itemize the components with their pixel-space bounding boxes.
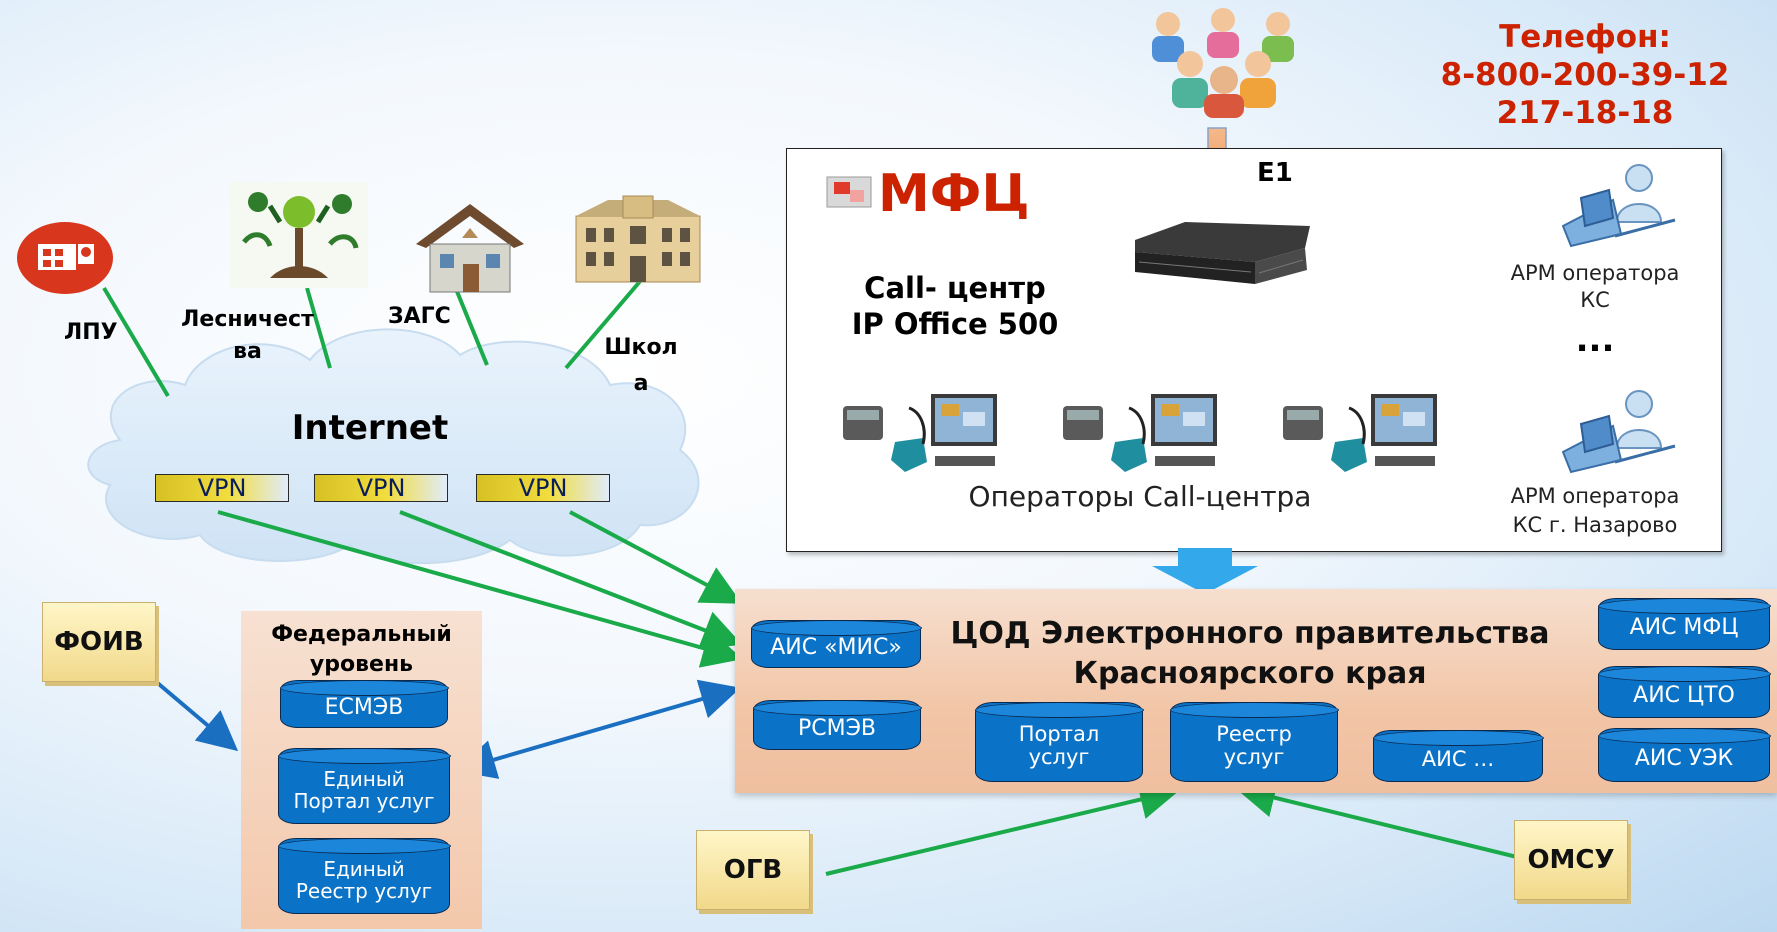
mfc-title: МФЦ: [878, 164, 1030, 224]
operator-workstation-icon-1: [835, 388, 1005, 476]
arm1-line1: АРМ оператора: [1510, 261, 1680, 285]
omsu-arrow: [1235, 778, 1518, 859]
school-line1: Школ: [604, 335, 678, 360]
arm-operator-icon-2: [1555, 388, 1685, 474]
federal-links: [152, 678, 741, 779]
phone-number-local: 217-18-18: [1496, 95, 1674, 131]
link-lpu: [102, 286, 170, 398]
callcenter-line1: Call- центр: [864, 271, 1046, 305]
vpn3-arrow: [569, 510, 743, 604]
arm-operator-icon-1: [1555, 162, 1685, 248]
arm2-line2: КС г. Назарово: [1512, 513, 1678, 537]
ais-cto-db: АИС ЦТО: [1597, 665, 1771, 718]
callcenter-line2: IP Office 500: [851, 307, 1059, 341]
school-building-icon: [568, 190, 708, 288]
esmev-db: ЕСМЭВ: [279, 679, 449, 728]
internet-label: Internet: [291, 408, 449, 448]
omsu-building: ОМСУ: [1514, 820, 1628, 900]
arm-ellipsis: ...: [1575, 320, 1615, 360]
foiv-arrow: [152, 678, 239, 752]
operator-workstation-icon-2: [1055, 388, 1225, 476]
zags-house-icon: [410, 198, 530, 298]
vpn-tag-3: VPN: [476, 474, 610, 502]
mfc-logo-icon: [826, 176, 872, 208]
link-forest: [305, 287, 332, 369]
vpn-links: [217, 510, 743, 668]
federal-title-line1: Федеральный: [271, 622, 452, 647]
vpn1-arrow: [217, 510, 743, 668]
link-school: [564, 270, 650, 370]
cod-title-line2: Красноярского края: [1073, 656, 1427, 691]
federal-registry-line1: Единый: [323, 857, 405, 881]
phone-block: Телефон: 8-800-200-39-12 217-18-18: [1395, 18, 1775, 132]
school-line2: а: [633, 371, 649, 396]
operator-workstation-icon-3: [1275, 388, 1445, 476]
arm2-caption: АРМ оператора КС г. Назарово: [1485, 482, 1705, 540]
cod-title-line1: ЦОД Электронного правительства: [950, 616, 1550, 651]
people-group-icon: [1128, 2, 1318, 118]
ais-mfc-db: АИС МФЦ: [1597, 597, 1771, 650]
ip-office-device-icon: [1125, 218, 1315, 298]
rsmev-db: РСМЭВ: [752, 699, 922, 750]
vpn2-arrow: [399, 510, 743, 650]
federal-cod-arrow: [455, 679, 741, 779]
cod-portal-line1: Портал: [1018, 721, 1100, 746]
federal-title-line2: уровень: [309, 652, 414, 677]
phone-label: Телефон:: [1499, 19, 1671, 55]
federal-portal-line1: Единый: [323, 767, 405, 791]
cod-title: ЦОД Электронного правительства Красноярс…: [920, 614, 1580, 694]
internet-cloud: [87, 328, 700, 565]
ais-uek-db: АИС УЭК: [1597, 727, 1771, 782]
lpu-label: ЛПУ: [64, 320, 118, 345]
cod-portal-line2: услуг: [1028, 745, 1090, 769]
vpn-tag-1: VPN: [155, 474, 289, 502]
site-links: [102, 261, 650, 398]
cod-registry-line1: Реестр: [1216, 721, 1292, 746]
cod-registry-line2: услуг: [1223, 745, 1285, 769]
arm1-line2: КС: [1580, 288, 1610, 312]
lpu-hospital-icon: [14, 218, 116, 296]
vpn-tag-2: VPN: [314, 474, 448, 502]
bottom-links: [825, 778, 1518, 876]
mfc-to-cod-arrow: [1140, 548, 1270, 594]
arm1-caption: АРМ оператора КС: [1495, 260, 1695, 314]
foiv-building: ФОИВ: [42, 602, 156, 682]
e1-label: E1: [1257, 158, 1293, 188]
federal-registry-line2: Реестр услуг: [295, 879, 433, 903]
forestry-icon: [230, 182, 368, 288]
phone-number-tollfree: 8-800-200-39-12: [1440, 57, 1730, 93]
forestry-line2: ва: [233, 339, 262, 364]
zags-label: ЗАГС: [388, 304, 451, 329]
school-label: Школ а: [596, 330, 686, 402]
federal-title: Федеральный уровень: [241, 620, 482, 680]
federal-portal-line2: Портал услуг: [293, 789, 435, 813]
ogv-arrow: [825, 779, 1180, 876]
forestry-line1: Лесничест: [181, 307, 314, 332]
ogv-building: ОГВ: [696, 830, 810, 910]
arm2-line1: АРМ оператора: [1510, 484, 1680, 508]
mfc-box: [786, 148, 1722, 552]
ais-other-db: АИС …: [1372, 729, 1544, 782]
ais-mis-db: АИС «МИС»: [750, 619, 922, 668]
operators-caption: Операторы Call-центра: [968, 480, 1312, 513]
forestry-label: Лесничест ва: [160, 304, 335, 368]
callcenter-title: Call- центр IP Office 500: [820, 270, 1090, 342]
